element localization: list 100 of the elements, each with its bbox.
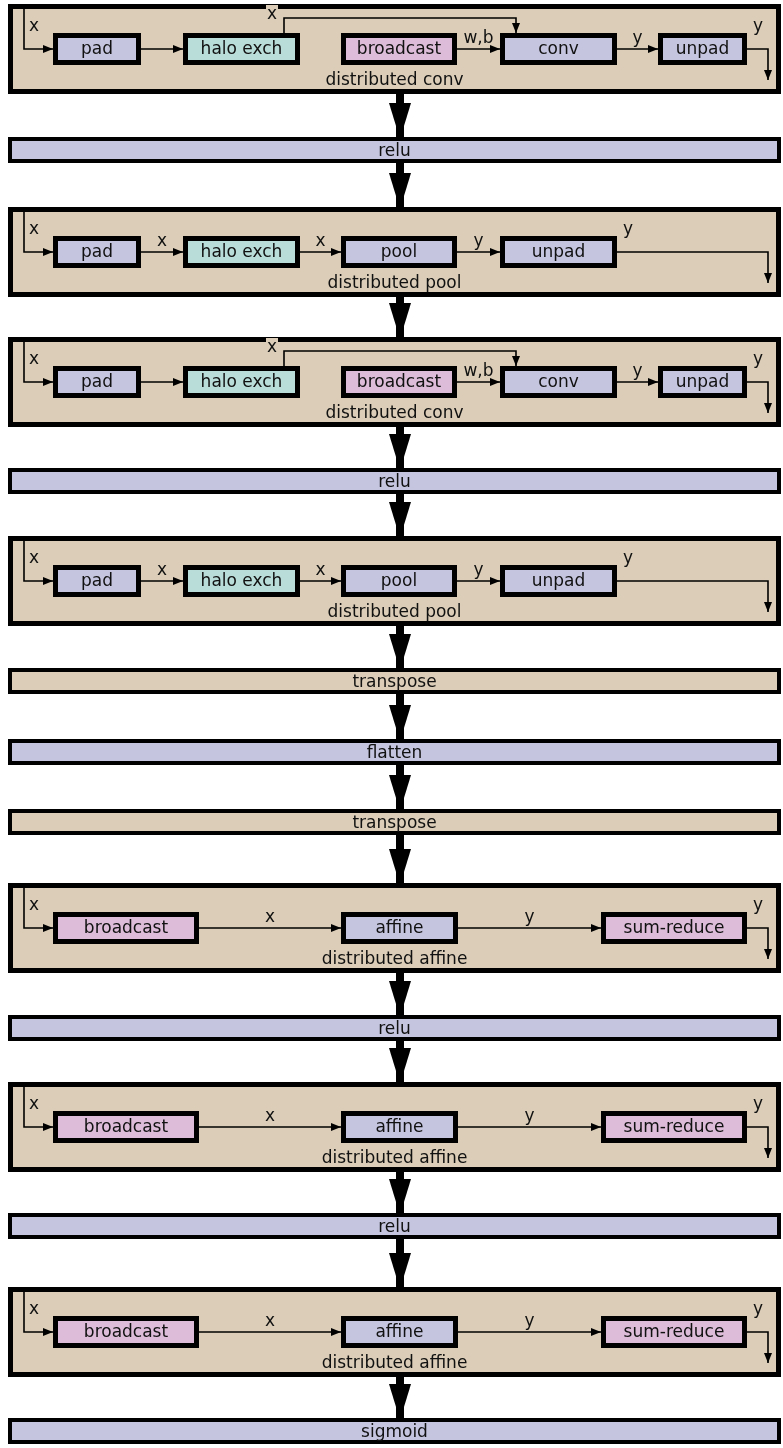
module-title: distributed affine: [321, 1147, 468, 1167]
operation-box: halo exch: [183, 236, 300, 268]
operation-box: halo exch: [183, 565, 300, 597]
module-frame: [8, 1082, 781, 1172]
data-arrow: [746, 381, 772, 414]
module-frame: [8, 337, 781, 427]
data-arrow: [456, 378, 501, 386]
data-arrow: [616, 45, 659, 53]
data-arrow: [23, 211, 54, 256]
layer-bar: relu: [8, 1213, 781, 1239]
data-arrow: [457, 1328, 602, 1336]
data-arrow: [23, 887, 54, 932]
data-arrow: [283, 350, 520, 367]
flow-arrow: [389, 765, 411, 811]
data-arrow: [140, 577, 184, 585]
operation-box: halo exch: [183, 366, 300, 398]
flow-arrow: [389, 1239, 411, 1289]
data-arrow: [23, 1086, 54, 1131]
module-frame: [8, 883, 781, 973]
layer-bar: flatten: [8, 739, 781, 765]
data-arrow: [140, 248, 184, 256]
data-arrow: [140, 378, 184, 386]
module-title: distributed affine: [321, 1352, 468, 1372]
edge-label: x: [266, 5, 279, 21]
data-arrow: [746, 927, 772, 960]
operation-box: sum-reduce: [601, 1316, 747, 1348]
data-arrow: [746, 48, 772, 81]
layer-bar: relu: [8, 137, 781, 163]
operation-box: pad: [53, 565, 141, 597]
data-arrow: [456, 577, 501, 585]
data-arrow: [746, 1331, 772, 1364]
operation-box: unpad: [658, 366, 747, 398]
data-arrow: [198, 924, 342, 932]
data-arrow: [140, 45, 184, 53]
operation-box: broadcast: [53, 912, 199, 944]
data-arrow: [616, 251, 772, 284]
flow-arrow: [389, 163, 411, 209]
layer-bar: transpose: [8, 809, 781, 835]
operation-box: halo exch: [183, 33, 300, 65]
data-arrow: [456, 248, 501, 256]
flow-arrow: [389, 427, 411, 470]
data-arrow: [198, 1328, 342, 1336]
data-arrow: [616, 580, 772, 613]
module-frame: [8, 1287, 781, 1377]
operation-box: unpad: [500, 565, 617, 597]
flow-arrow: [389, 835, 411, 885]
operation-box: pad: [53, 33, 141, 65]
operation-box: affine: [341, 912, 458, 944]
operation-box: pad: [53, 366, 141, 398]
data-arrow: [299, 577, 342, 585]
operation-box: unpad: [500, 236, 617, 268]
flow-arrow: [389, 297, 411, 339]
flow-arrow: [389, 1041, 411, 1084]
operation-box: pool: [341, 565, 457, 597]
data-arrow: [283, 17, 520, 34]
module-title: distributed conv: [325, 69, 464, 89]
data-arrow: [746, 1126, 772, 1159]
operation-box: broadcast: [341, 33, 457, 65]
data-arrow: [616, 378, 659, 386]
module-title: distributed pool: [327, 601, 462, 621]
flow-arrow: [389, 973, 411, 1017]
operation-box: broadcast: [341, 366, 457, 398]
edge-label: w,b: [462, 29, 495, 45]
flow-arrow: [389, 626, 411, 670]
module-title: distributed pool: [327, 272, 462, 292]
operation-box: pad: [53, 236, 141, 268]
data-arrow: [23, 540, 54, 585]
operation-box: sum-reduce: [601, 1111, 747, 1143]
data-arrow: [23, 341, 54, 386]
operation-box: conv: [500, 366, 617, 398]
layer-bar: transpose: [8, 668, 781, 694]
data-arrow: [299, 248, 342, 256]
flow-arrow: [389, 1377, 411, 1420]
data-arrow: [23, 8, 54, 53]
operation-box: pool: [341, 236, 457, 268]
flow-arrow: [389, 694, 411, 741]
layer-bar: relu: [8, 468, 781, 494]
operation-box: sum-reduce: [601, 912, 747, 944]
flow-arrow: [389, 94, 411, 139]
layer-bar: sigmoid: [8, 1418, 781, 1444]
operation-box: conv: [500, 33, 617, 65]
flow-arrow: [389, 1172, 411, 1215]
operation-box: broadcast: [53, 1111, 199, 1143]
edge-label: w,b: [462, 362, 495, 378]
module-frame: [8, 4, 781, 94]
operation-box: affine: [341, 1111, 458, 1143]
layer-bar: relu: [8, 1015, 781, 1041]
operation-box: affine: [341, 1316, 458, 1348]
data-arrow: [456, 45, 501, 53]
data-arrow: [198, 1123, 342, 1131]
module-title: distributed affine: [321, 948, 468, 968]
operation-box: broadcast: [53, 1316, 199, 1348]
data-arrow: [23, 1291, 54, 1336]
module-frame: [8, 536, 781, 626]
flow-arrow: [389, 494, 411, 538]
data-arrow: [457, 1123, 602, 1131]
edge-label: x: [266, 338, 279, 354]
module-frame: [8, 207, 781, 297]
operation-box: unpad: [658, 33, 747, 65]
module-title: distributed conv: [325, 402, 464, 422]
